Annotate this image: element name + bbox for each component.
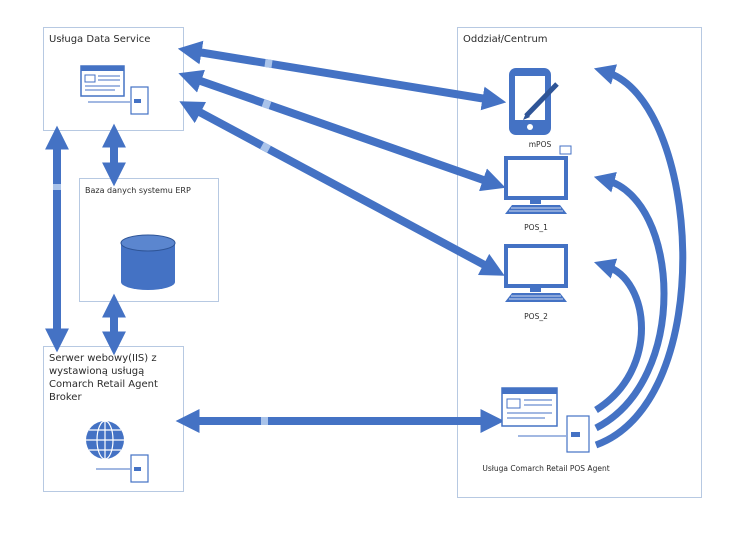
curve-agent-pos1: [593, 172, 668, 432]
computer-icon-pos1: [504, 156, 568, 214]
data-service-title: Usługa Data Service: [49, 34, 151, 45]
database-icon: [120, 234, 176, 290]
curve-agent-pos2: [593, 258, 645, 413]
data-service-icon: [80, 65, 149, 115]
arrow-data-service-pos2: [179, 101, 505, 276]
pos1-label: POS_1: [524, 223, 548, 232]
tablet-pen-icon: [509, 68, 572, 155]
pos2-label: POS_2: [524, 312, 548, 321]
branch-title: Oddział/Centrum: [463, 34, 548, 45]
computer-icon-pos2: [504, 244, 568, 302]
erp-db-title: Baza danych systemu ERP: [85, 186, 191, 195]
mpos-label: mPOS: [528, 140, 552, 149]
agent-label: Usługa Comarch Retail POS Agent: [482, 464, 610, 473]
service-window-icon: [501, 387, 590, 453]
curve-agent-mpos: [593, 64, 687, 449]
globe-icon: [86, 420, 149, 483]
web-server-title: Serwer webowy(IIS) z wystawioną usługą C…: [49, 353, 158, 403]
